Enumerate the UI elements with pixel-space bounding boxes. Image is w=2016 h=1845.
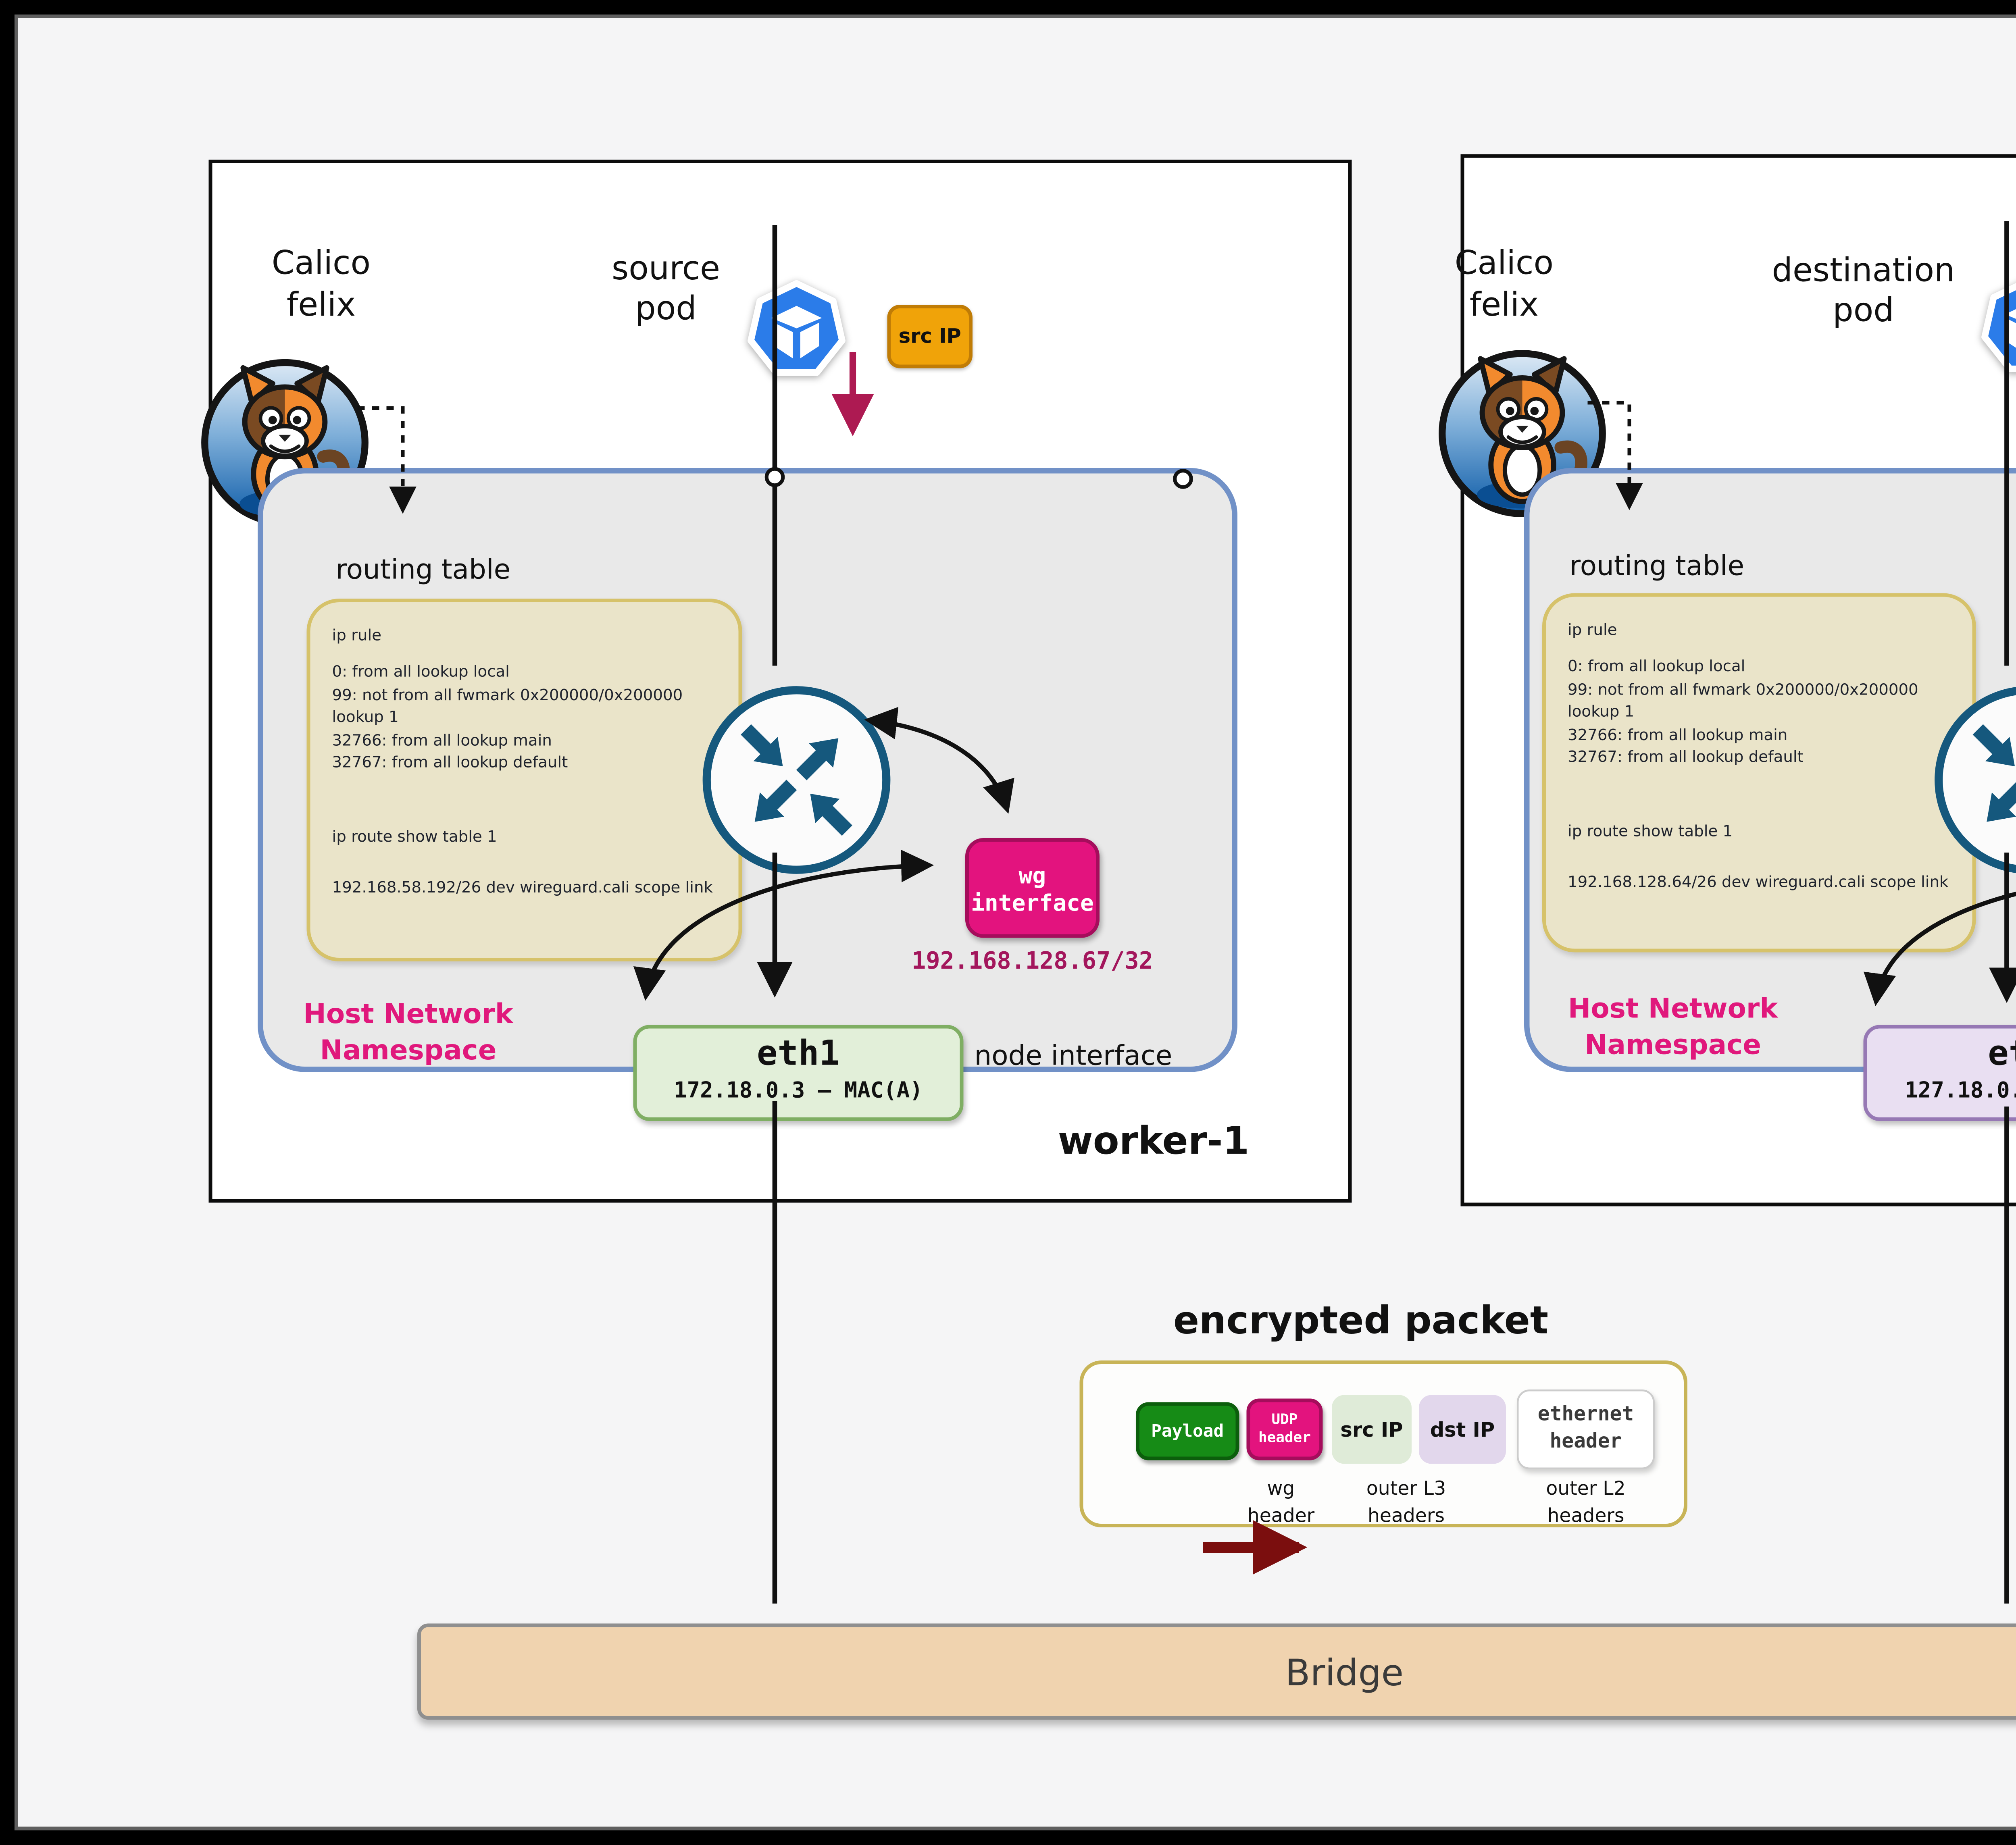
bridge-box: Bridge: [417, 1624, 2016, 1720]
ip-route-output: 192.168.58.192/26 dev wireguard.cali sco…: [332, 878, 721, 901]
eth1-name: eth1: [637, 1036, 960, 1074]
eth1-name: eth1: [1867, 1036, 2016, 1074]
routing-table-label: routing table: [336, 553, 511, 586]
pod-icon: [740, 268, 853, 388]
destination-pod-label: destination pod: [1737, 252, 1991, 331]
ethernet-header-chip: ethernet header: [1517, 1389, 1655, 1469]
host-network-namespace-label: Host Network Namespace: [300, 998, 517, 1069]
calico-felix-label: Calico felix: [1432, 245, 1577, 327]
diagram-background: Calico felix source pod src IP routing t…: [15, 15, 2016, 1830]
routing-table-label: routing table: [1570, 550, 1745, 582]
routing-table-box: ip rule 0: from all lookup local 99: not…: [1542, 593, 1976, 953]
bridge-label: Bridge: [1285, 1650, 1404, 1693]
worker-2-box: Calico felix destination pod dst IP rout…: [1461, 154, 2016, 1206]
ip-rule-output: 0: from all lookup local 99: not from al…: [1568, 657, 1954, 770]
outer-l3-group-label: outer L3 headers: [1334, 1477, 1479, 1532]
ip-rule-output: 0: from all lookup local 99: not from al…: [332, 663, 721, 776]
ip-rule-command: ip rule: [332, 626, 721, 649]
eth1-address: 172.18.0.3 – MAC(A): [637, 1077, 960, 1103]
ip-route-command: ip route show table 1: [1568, 821, 1954, 844]
router-icon: [1931, 682, 2016, 878]
src-ip-badge: src IP: [887, 305, 973, 368]
wg-interface-box: wg interface: [965, 838, 1100, 938]
encrypted-packet-box: Payload UDP header src IP dst IP etherne…: [1080, 1360, 1688, 1527]
pod-icon: [1974, 265, 2016, 385]
host-network-namespace-label: Host Network Namespace: [1564, 992, 1782, 1063]
worker-1-box: Calico felix source pod src IP routing t…: [209, 160, 1352, 1203]
router-icon: [699, 682, 895, 878]
encrypted-packet-title: encrypted packet: [1107, 1299, 1615, 1342]
eth1-address: 127.18.0.4 – MAC(B): [1867, 1077, 2016, 1103]
outer-l2-group-label: outer L2 headers: [1513, 1477, 1658, 1532]
node-interface-label: node interface: [975, 1040, 1173, 1072]
ip-rule-command: ip rule: [1568, 620, 1954, 643]
wg-interface-ip: 192.168.128.67/32: [851, 949, 1214, 976]
dst-ip-chip: dst IP: [1419, 1395, 1506, 1464]
src-ip-chip: src IP: [1332, 1395, 1412, 1464]
worker-1-title: worker-1: [1058, 1119, 1250, 1163]
routing-table-box: ip rule 0: from all lookup local 99: not…: [307, 599, 742, 961]
calico-felix-label: Calico felix: [249, 245, 394, 327]
udp-header-chip: UDP header: [1247, 1399, 1323, 1460]
payload-chip: Payload: [1136, 1402, 1239, 1460]
wg-header-group-label: wg header: [1208, 1477, 1354, 1532]
eth1-box: eth1 127.18.0.4 – MAC(B): [1864, 1025, 2016, 1121]
eth1-box: eth1 172.18.0.3 – MAC(A): [633, 1025, 964, 1121]
ip-route-output: 192.168.128.64/26 dev wireguard.cali sco…: [1568, 873, 1954, 895]
ip-route-command: ip route show table 1: [332, 827, 721, 849]
